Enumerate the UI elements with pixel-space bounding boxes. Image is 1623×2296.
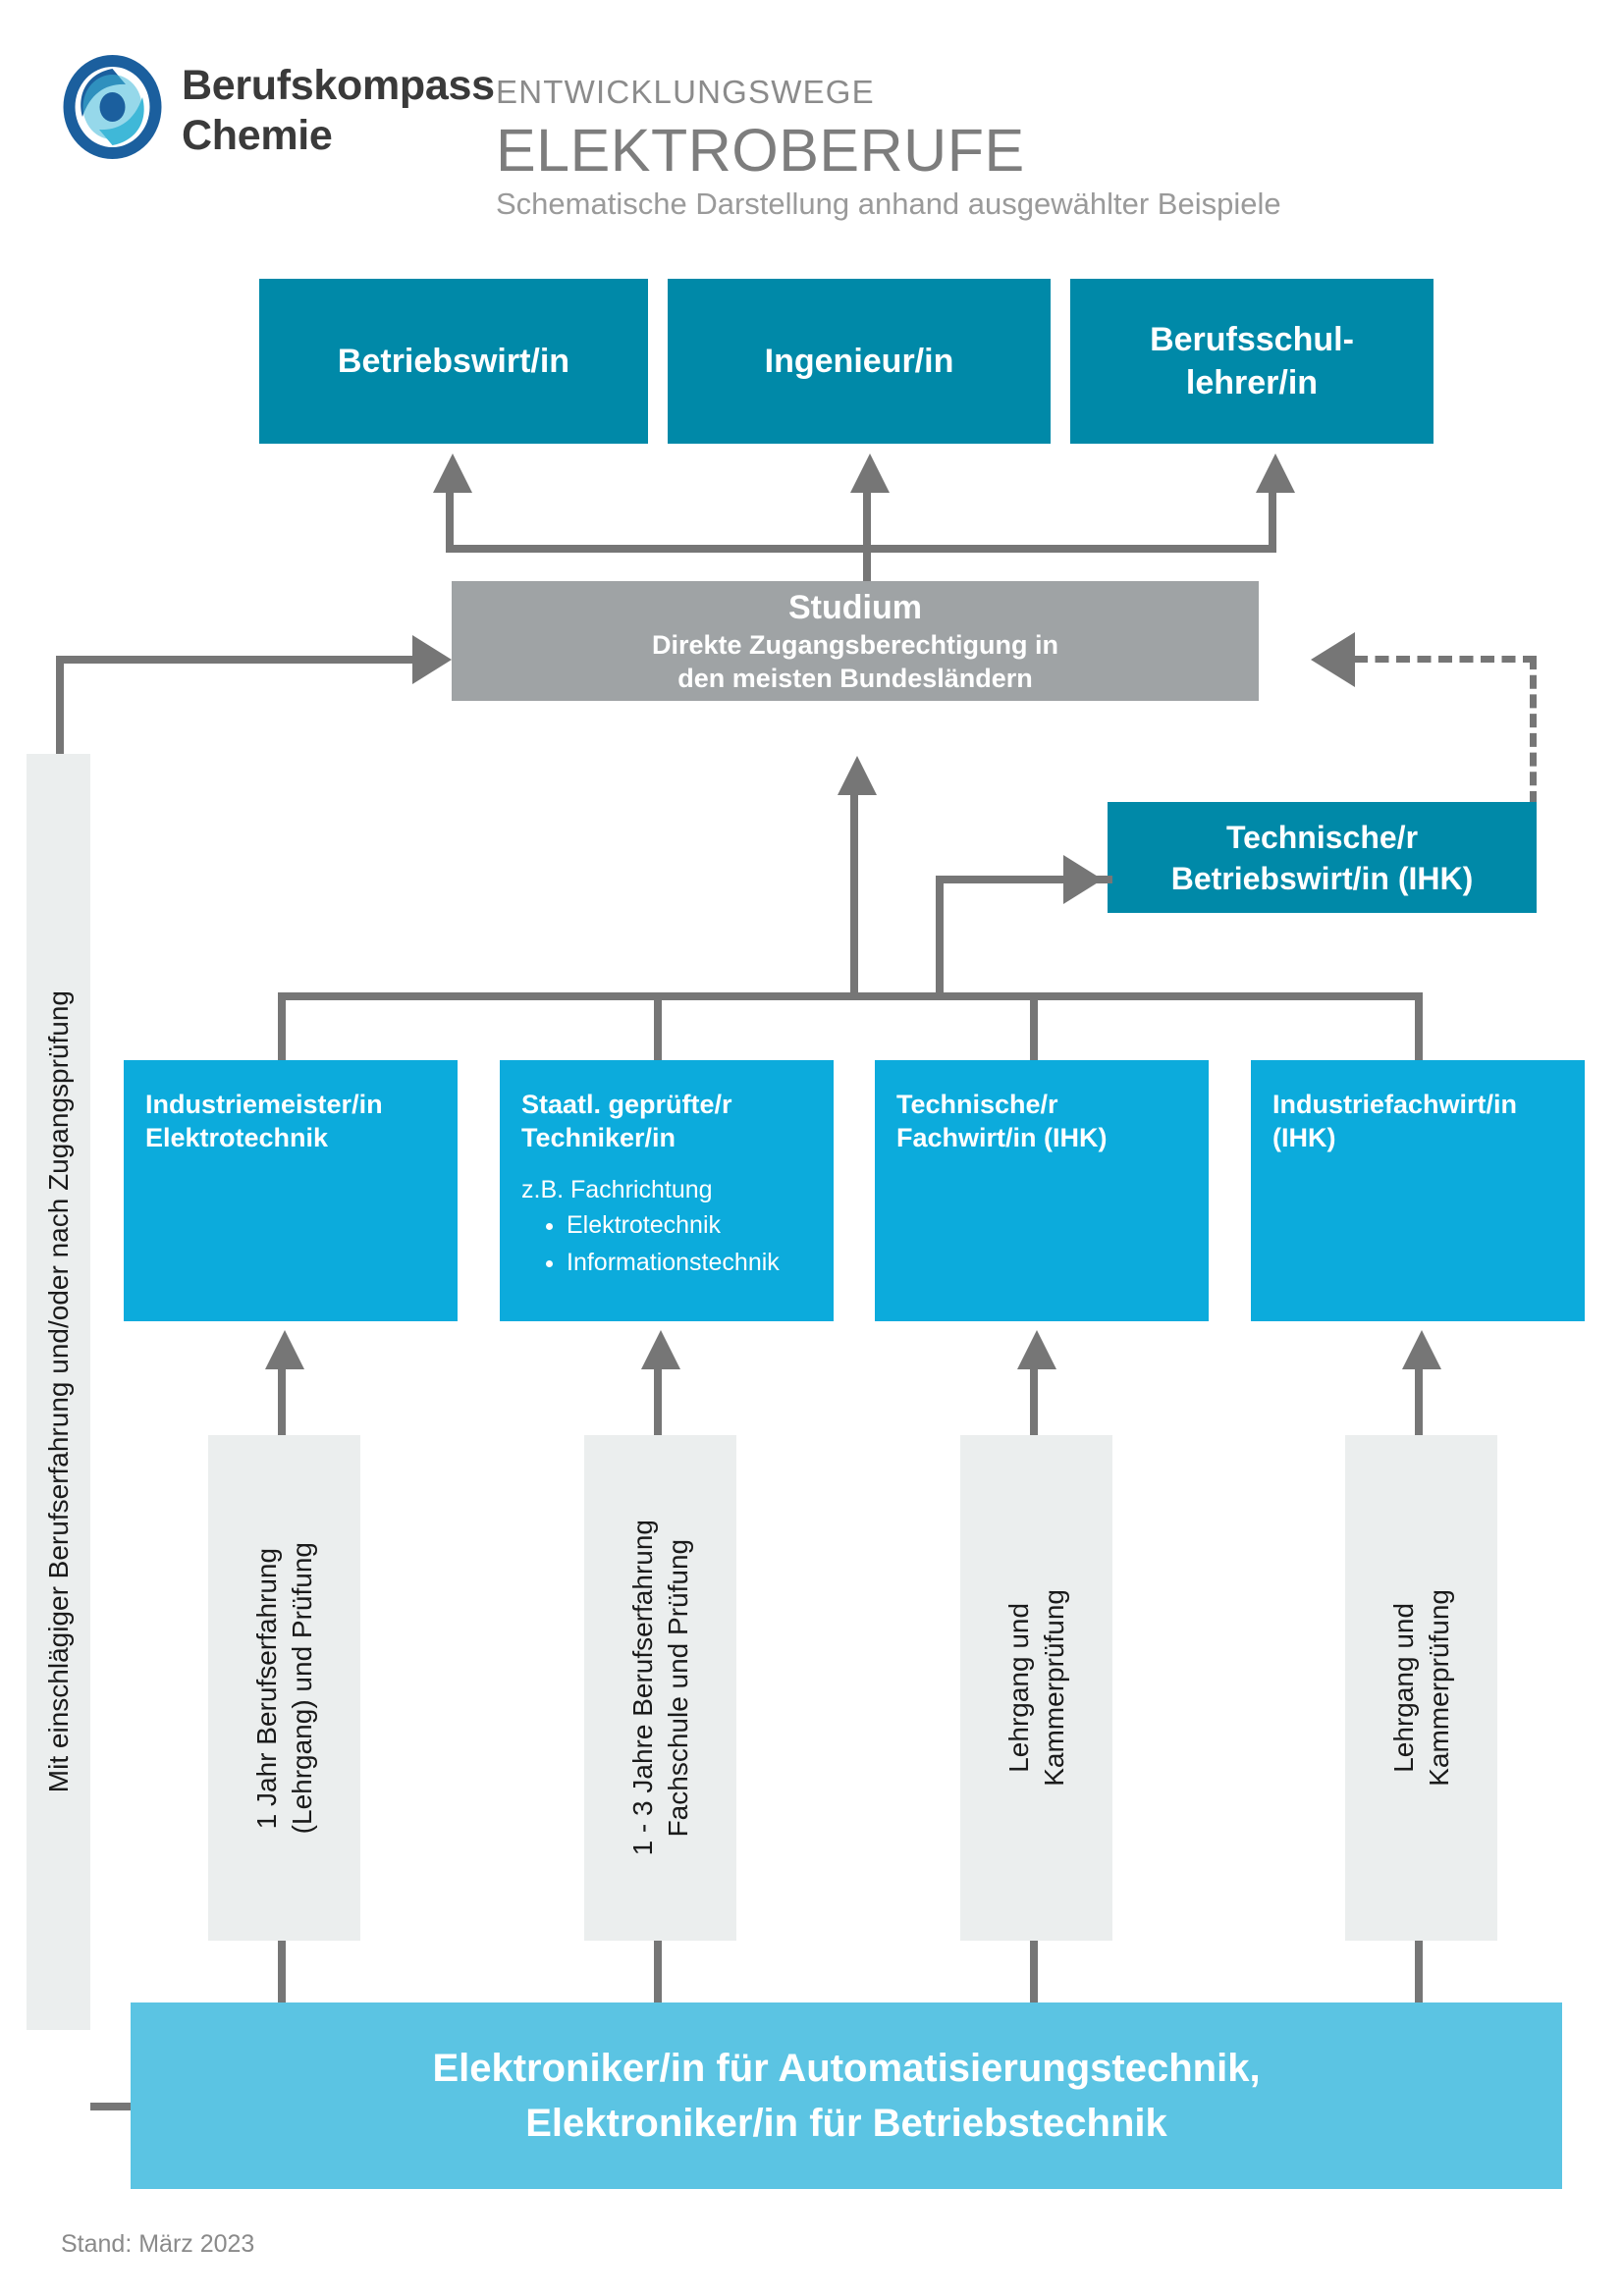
card-bullet-list: Elektrotechnik Informationstechnik (521, 1206, 780, 1281)
arrow-up-to-card-1 (265, 1330, 304, 1369)
pathway-label-text: 1 Jahr Berufserfahrung (Lehrgang) und Pr… (250, 1541, 317, 1835)
arrow-up-to-berufsschullehrer (1256, 454, 1295, 493)
connector-vertical (1030, 1367, 1038, 1440)
pathway-label-3: Lehrgang und Kammerprüfung (960, 1435, 1112, 1941)
pathway-label-text: 1 - 3 Jahre Berufserfahrung Fachschule u… (626, 1520, 693, 1856)
connector-vertical (1415, 1367, 1423, 1440)
card-subtitle: z.B. Fachrichtung (521, 1176, 713, 1203)
header-kicker: ENTWICKLUNGSWEGE (496, 74, 875, 110)
connector-base-to-label-1 (278, 1941, 286, 2003)
card-title-line-2: Elektrotechnik (145, 1123, 329, 1152)
connector-vertical (1269, 491, 1276, 552)
connector-vertical (654, 1367, 662, 1440)
pathway-label-2: 1 - 3 Jahre Berufserfahrung Fachschule u… (584, 1435, 736, 1941)
pathway-label-text: Lehrgang und Kammerprüfung (1387, 1589, 1454, 1787)
base-occupation-box[interactable]: Elektroniker/in für Automatisierungstech… (131, 2002, 1562, 2189)
arrow-up-to-betriebswirt (433, 454, 472, 493)
connector-base-to-label-4 (1415, 1941, 1423, 2003)
studium-box[interactable]: Studium Direkte Zugangsberechtigung in d… (452, 581, 1259, 701)
outcome-label: Ingenieur/in (764, 343, 954, 380)
connector-drop-card-2 (654, 992, 662, 1073)
connector-vertical (863, 491, 871, 552)
outcome-box-berufsschullehrer[interactable]: Berufsschul- lehrer/in (1070, 279, 1434, 444)
connector-base-to-label-2 (654, 1941, 662, 2003)
arrow-up-into-studium (838, 756, 877, 795)
card-title-line-2: (IHK) (1272, 1123, 1336, 1152)
connector-to-tbw-vertical (936, 876, 944, 999)
connector-drop-card-3 (1030, 992, 1038, 1073)
connector-dashed-vertical (1530, 656, 1537, 805)
arrow-up-to-ingenieur (850, 454, 890, 493)
arrow-right-into-studium (412, 635, 452, 684)
base-line-2: Elektroniker/in für Betriebstechnik (525, 2102, 1167, 2145)
studium-title: Studium (788, 589, 922, 626)
qualification-card-techniker[interactable]: Staatl. geprüfte/r Techniker/in z.B. Fac… (500, 1060, 834, 1321)
outcome-label: Betriebswirt/in (337, 343, 570, 380)
tbw-line-2: Betriebswirt/in (IHK) (1170, 860, 1474, 896)
outcome-label: Berufsschul- lehrer/in (1150, 321, 1354, 401)
outcome-box-ingenieur[interactable]: Ingenieur/in (668, 279, 1051, 444)
card-title-line-1: Industriefachwirt/in (1272, 1090, 1518, 1119)
qualification-card-technischer-fachwirt[interactable]: Technische/r Fachwirt/in (IHK) (875, 1060, 1209, 1321)
list-item: Elektrotechnik (567, 1206, 780, 1244)
side-rail-text: Mit einschlägiger Berufserfahrung und/od… (42, 990, 74, 1793)
connector-base-to-label-3 (1030, 1941, 1038, 2003)
connector-bus-top (446, 545, 1276, 553)
brand-wordmark: Berufskompass Chemie (182, 61, 535, 161)
qualification-card-industriemeister[interactable]: Industriemeister/in Elektrotechnik (124, 1060, 458, 1321)
arrow-up-to-card-4 (1402, 1330, 1441, 1369)
connector-left-horizontal (56, 656, 419, 664)
connector-center-riser (850, 793, 858, 999)
card-title-line-1: Technische/r (896, 1090, 1058, 1119)
connector-drop-card-1 (278, 992, 286, 1073)
pathway-label-1: 1 Jahr Berufserfahrung (Lehrgang) und Pr… (208, 1435, 360, 1941)
page-title: ELEKTROBERUFE (496, 117, 1025, 184)
arrow-right-into-tbw (1063, 855, 1103, 904)
studium-subtitle-line1: Direkte Zugangsberechtigung in (651, 630, 1059, 660)
base-line-1: Elektroniker/in für Automatisierungstech… (432, 2047, 1261, 2090)
connector-drop-card-4 (1415, 992, 1423, 1073)
arrow-up-to-card-2 (641, 1330, 680, 1369)
qualification-card-industriefachwirt[interactable]: Industriefachwirt/in (IHK) (1251, 1060, 1585, 1321)
connector-vertical (863, 545, 871, 607)
technischer-betriebswirt-box[interactable]: Technische/r Betriebswirt/in (IHK) (1108, 802, 1537, 913)
outcome-box-betriebswirt[interactable]: Betriebswirt/in (259, 279, 648, 444)
card-title-line-2: Fachwirt/in (IHK) (896, 1123, 1108, 1152)
page-subtitle: Schematische Darstellung anhand ausgewäh… (496, 187, 1281, 221)
pathway-label-text: Lehrgang und Kammerprüfung (1002, 1589, 1069, 1787)
brand-line-1: Berufskompass (182, 62, 495, 109)
studium-subtitle-line2: den meisten Bundesländern (677, 664, 1033, 693)
connector-bus-cards (278, 992, 1423, 1000)
side-rail-condition: Mit einschlägiger Berufserfahrung und/od… (27, 754, 90, 2030)
brand-line-2: Chemie (182, 112, 333, 159)
arrow-up-to-card-3 (1017, 1330, 1056, 1369)
card-title-line-1: Staatl. geprüfte/r (521, 1090, 732, 1119)
tbw-line-1: Technische/r (1225, 819, 1419, 855)
card-title-line-1: Industriemeister/in (145, 1090, 383, 1119)
compass-logo-icon (61, 54, 164, 160)
card-title-line-2: Techniker/in (521, 1123, 676, 1152)
connector-to-tbw-horizontal (936, 876, 1112, 883)
connector-vertical (446, 491, 454, 552)
connector-vertical (278, 1367, 286, 1440)
connector-dashed-horizontal (1354, 656, 1537, 663)
connector-base-to-side-rail (90, 2103, 135, 2110)
pathway-label-4: Lehrgang und Kammerprüfung (1345, 1435, 1497, 1941)
footer-date-note: Stand: März 2023 (61, 2230, 255, 2258)
connector-left-vertical (56, 656, 64, 754)
arrow-left-into-studium (1311, 632, 1355, 687)
list-item: Informationstechnik (567, 1244, 780, 1281)
